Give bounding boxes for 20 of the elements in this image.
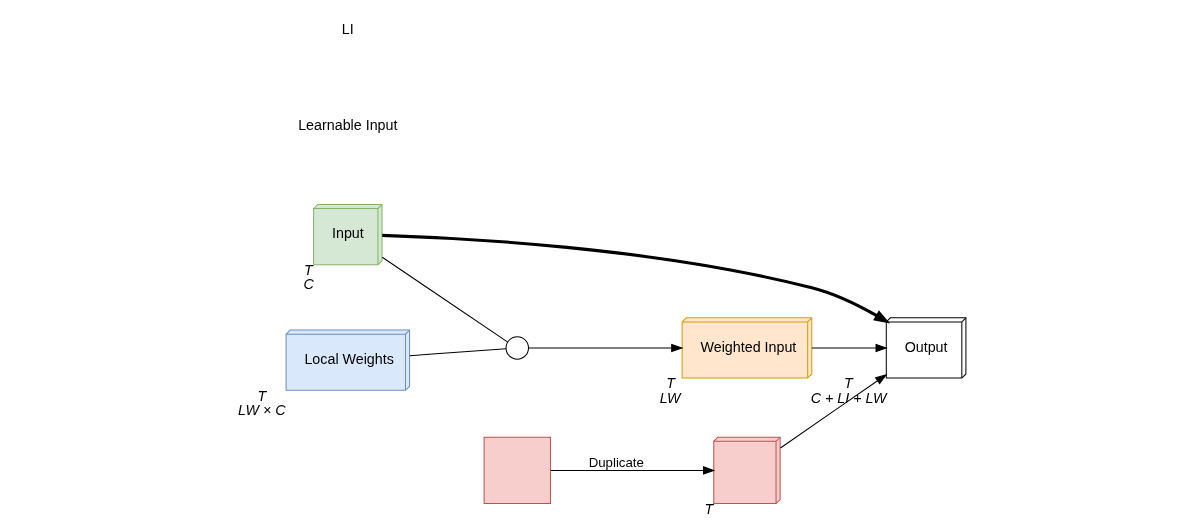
connector xyxy=(408,348,507,357)
node-label: T xyxy=(704,501,713,518)
node-box xyxy=(483,436,551,505)
node-label: T xyxy=(843,375,853,392)
node-label: T xyxy=(303,262,313,279)
node-label: T xyxy=(665,375,675,392)
node-label: LW xyxy=(659,389,681,406)
edge-label: Duplicate xyxy=(588,454,644,470)
arrow xyxy=(810,343,888,353)
node-label: T xyxy=(256,387,266,404)
label: LI xyxy=(341,21,354,38)
arrow xyxy=(779,374,887,449)
arrow xyxy=(381,233,890,324)
label: Learnable Input xyxy=(297,117,397,134)
node-label: C xyxy=(302,276,314,293)
arrow xyxy=(549,466,715,475)
node-circle xyxy=(505,336,529,360)
arrow xyxy=(527,343,683,353)
connector xyxy=(381,256,508,343)
node-label: LW × C xyxy=(237,402,286,418)
